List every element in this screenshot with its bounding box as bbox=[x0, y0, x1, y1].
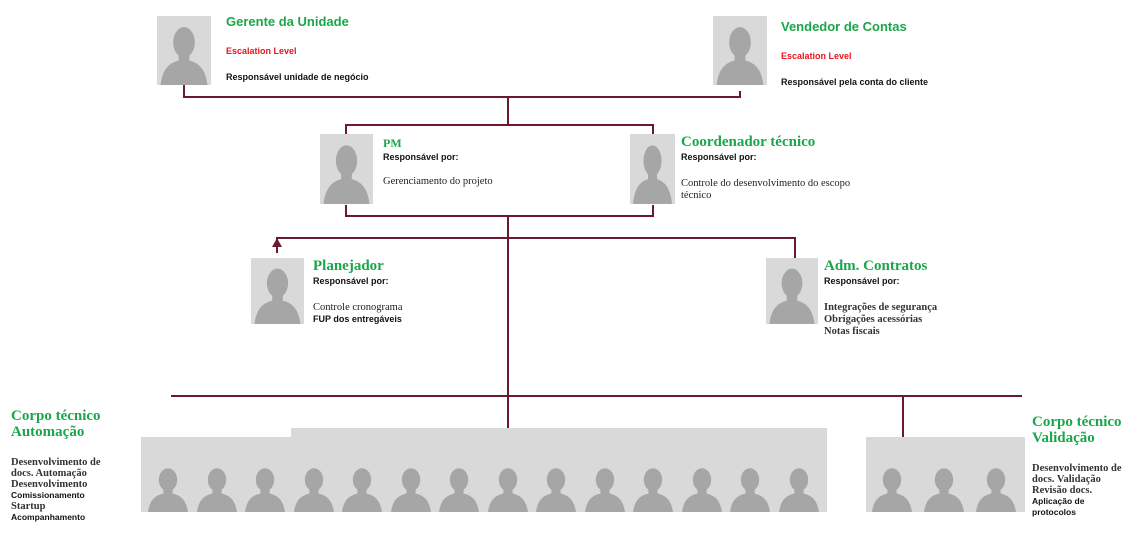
gerente-title-part-2: Unidade bbox=[297, 14, 349, 29]
automacao-title-line: Corpo técnico bbox=[11, 408, 101, 424]
planejador-responsibility-line: Controle cronograma bbox=[313, 302, 403, 313]
person-silhouette-icon bbox=[388, 437, 434, 512]
person-silhouette-icon bbox=[251, 258, 304, 324]
pm-photo bbox=[320, 134, 373, 204]
validacao-responsibility-line: docs. Validação bbox=[1032, 474, 1101, 485]
gerente-title: Gerente da Unidade bbox=[226, 14, 349, 29]
automacao-responsibilities: Desenvolvimento de docs. Automação Desen… bbox=[11, 457, 101, 523]
validacao-responsibilities: Desenvolvimento de docs. Validação Revis… bbox=[1032, 463, 1122, 518]
adm-responsibilities: Integrações de segurança Obrigações aces… bbox=[824, 302, 937, 338]
vendedor-escalation: Escalation Level bbox=[781, 51, 852, 61]
validacao-title-line: Corpo técnico bbox=[1032, 414, 1122, 430]
validacao-responsibility-line: protocolos bbox=[1032, 507, 1076, 517]
automacao-responsibility-line: Desenvolvimento de bbox=[11, 457, 101, 468]
gerente-escalation: Escalation Level bbox=[226, 46, 297, 56]
second-bracket-bottom-line bbox=[345, 205, 654, 217]
planejador-responsibilities: Controle cronograma FUP dos entregáveis bbox=[313, 302, 403, 325]
adm-responsibility-line: Obrigações acessórias bbox=[824, 314, 923, 325]
planejador-responsible-label: Responsável por: bbox=[313, 276, 389, 286]
validacao-responsibility-line: Aplicação de bbox=[1032, 496, 1085, 506]
gerente-responsibility: Responsável unidade de negócio bbox=[226, 72, 369, 82]
person-silhouette-icon bbox=[485, 437, 531, 512]
adm-title: Adm. Contratos bbox=[824, 258, 928, 274]
vendedor-title: Vendedor de Contas bbox=[781, 19, 907, 34]
pm-responsible-label: Responsável por: bbox=[383, 152, 459, 162]
second-bracket-top-line bbox=[345, 124, 654, 134]
automacao-responsibility-line: Acompanhamento bbox=[11, 512, 86, 522]
automacao-responsibility-line: Desenvolvimento bbox=[11, 479, 88, 490]
automacao-title-line: Automação bbox=[11, 424, 85, 440]
third-bracket-line bbox=[276, 237, 796, 260]
validacao-title-line: Validação bbox=[1032, 430, 1095, 446]
top-bracket-line bbox=[183, 85, 741, 98]
person-silhouette-icon bbox=[533, 437, 579, 512]
planejador-title: Planejador bbox=[313, 258, 384, 274]
validacao-responsibility-line: Revisão docs. bbox=[1032, 485, 1093, 496]
coordenador-responsibilities: Controle do desenvolvimento do escopo té… bbox=[681, 178, 850, 202]
person-silhouette-icon bbox=[242, 437, 288, 512]
coordenador-photo bbox=[630, 134, 675, 204]
person-silhouette-icon bbox=[320, 134, 373, 204]
automacao-title: Corpo técnico Automação bbox=[11, 408, 101, 440]
vendedor-responsibility: Responsável pela conta do cliente bbox=[781, 77, 929, 87]
coordenador-responsibility-line: Controle do desenvolvimento do escopo bbox=[681, 178, 851, 189]
automacao-responsibility-line: Comissionamento bbox=[11, 490, 85, 500]
person-silhouette-icon bbox=[194, 437, 240, 512]
person-silhouette-icon bbox=[776, 437, 822, 512]
validacao-title: Corpo técnico Validação bbox=[1032, 414, 1122, 446]
coordenador-responsible-label: Responsável por: bbox=[681, 152, 757, 162]
coordenador-responsibility-line: técnico bbox=[681, 190, 712, 201]
person-silhouette-icon bbox=[436, 437, 482, 512]
automacao-team-photos bbox=[141, 437, 827, 512]
person-silhouette-icon bbox=[869, 437, 915, 512]
person-silhouette-icon bbox=[291, 437, 337, 512]
person-silhouette-icon bbox=[713, 16, 767, 85]
person-silhouette-icon bbox=[339, 437, 385, 512]
person-silhouette-icon bbox=[630, 134, 675, 204]
adm-responsibility-line: Notas fiscais bbox=[824, 326, 880, 337]
automacao-team-photos-extension bbox=[291, 428, 827, 438]
gerente-photo bbox=[157, 16, 211, 85]
planejador-photo bbox=[251, 258, 304, 324]
person-silhouette-icon bbox=[630, 437, 676, 512]
person-silhouette-icon bbox=[157, 16, 211, 85]
planejador-arrow-icon bbox=[272, 238, 282, 247]
adm-photo bbox=[766, 258, 818, 324]
vendedor-photo bbox=[713, 16, 767, 85]
person-silhouette-icon bbox=[973, 437, 1019, 512]
adm-responsibility-line: Integrações de segurança bbox=[824, 302, 938, 313]
pm-responsibility: Gerenciamento do projeto bbox=[383, 176, 493, 187]
validacao-responsibility-line: Desenvolvimento de bbox=[1032, 463, 1122, 474]
gerente-title-part-1: Gerente da bbox=[226, 14, 298, 29]
automacao-responsibility-line: Startup bbox=[11, 501, 46, 512]
automacao-responsibility-line: docs. Automação bbox=[11, 468, 87, 479]
person-silhouette-icon bbox=[679, 437, 725, 512]
pm-title: PM bbox=[383, 136, 402, 150]
person-silhouette-icon bbox=[582, 437, 628, 512]
person-silhouette-icon bbox=[145, 437, 191, 512]
planejador-responsibility-line: FUP dos entregáveis bbox=[313, 314, 402, 324]
person-silhouette-icon bbox=[766, 258, 818, 324]
coordenador-title: Coordenador técnico bbox=[681, 134, 816, 150]
validacao-team-photos bbox=[866, 437, 1025, 512]
person-silhouette-icon bbox=[921, 437, 967, 512]
adm-responsible-label: Responsável por: bbox=[824, 276, 900, 286]
person-silhouette-icon bbox=[727, 437, 773, 512]
